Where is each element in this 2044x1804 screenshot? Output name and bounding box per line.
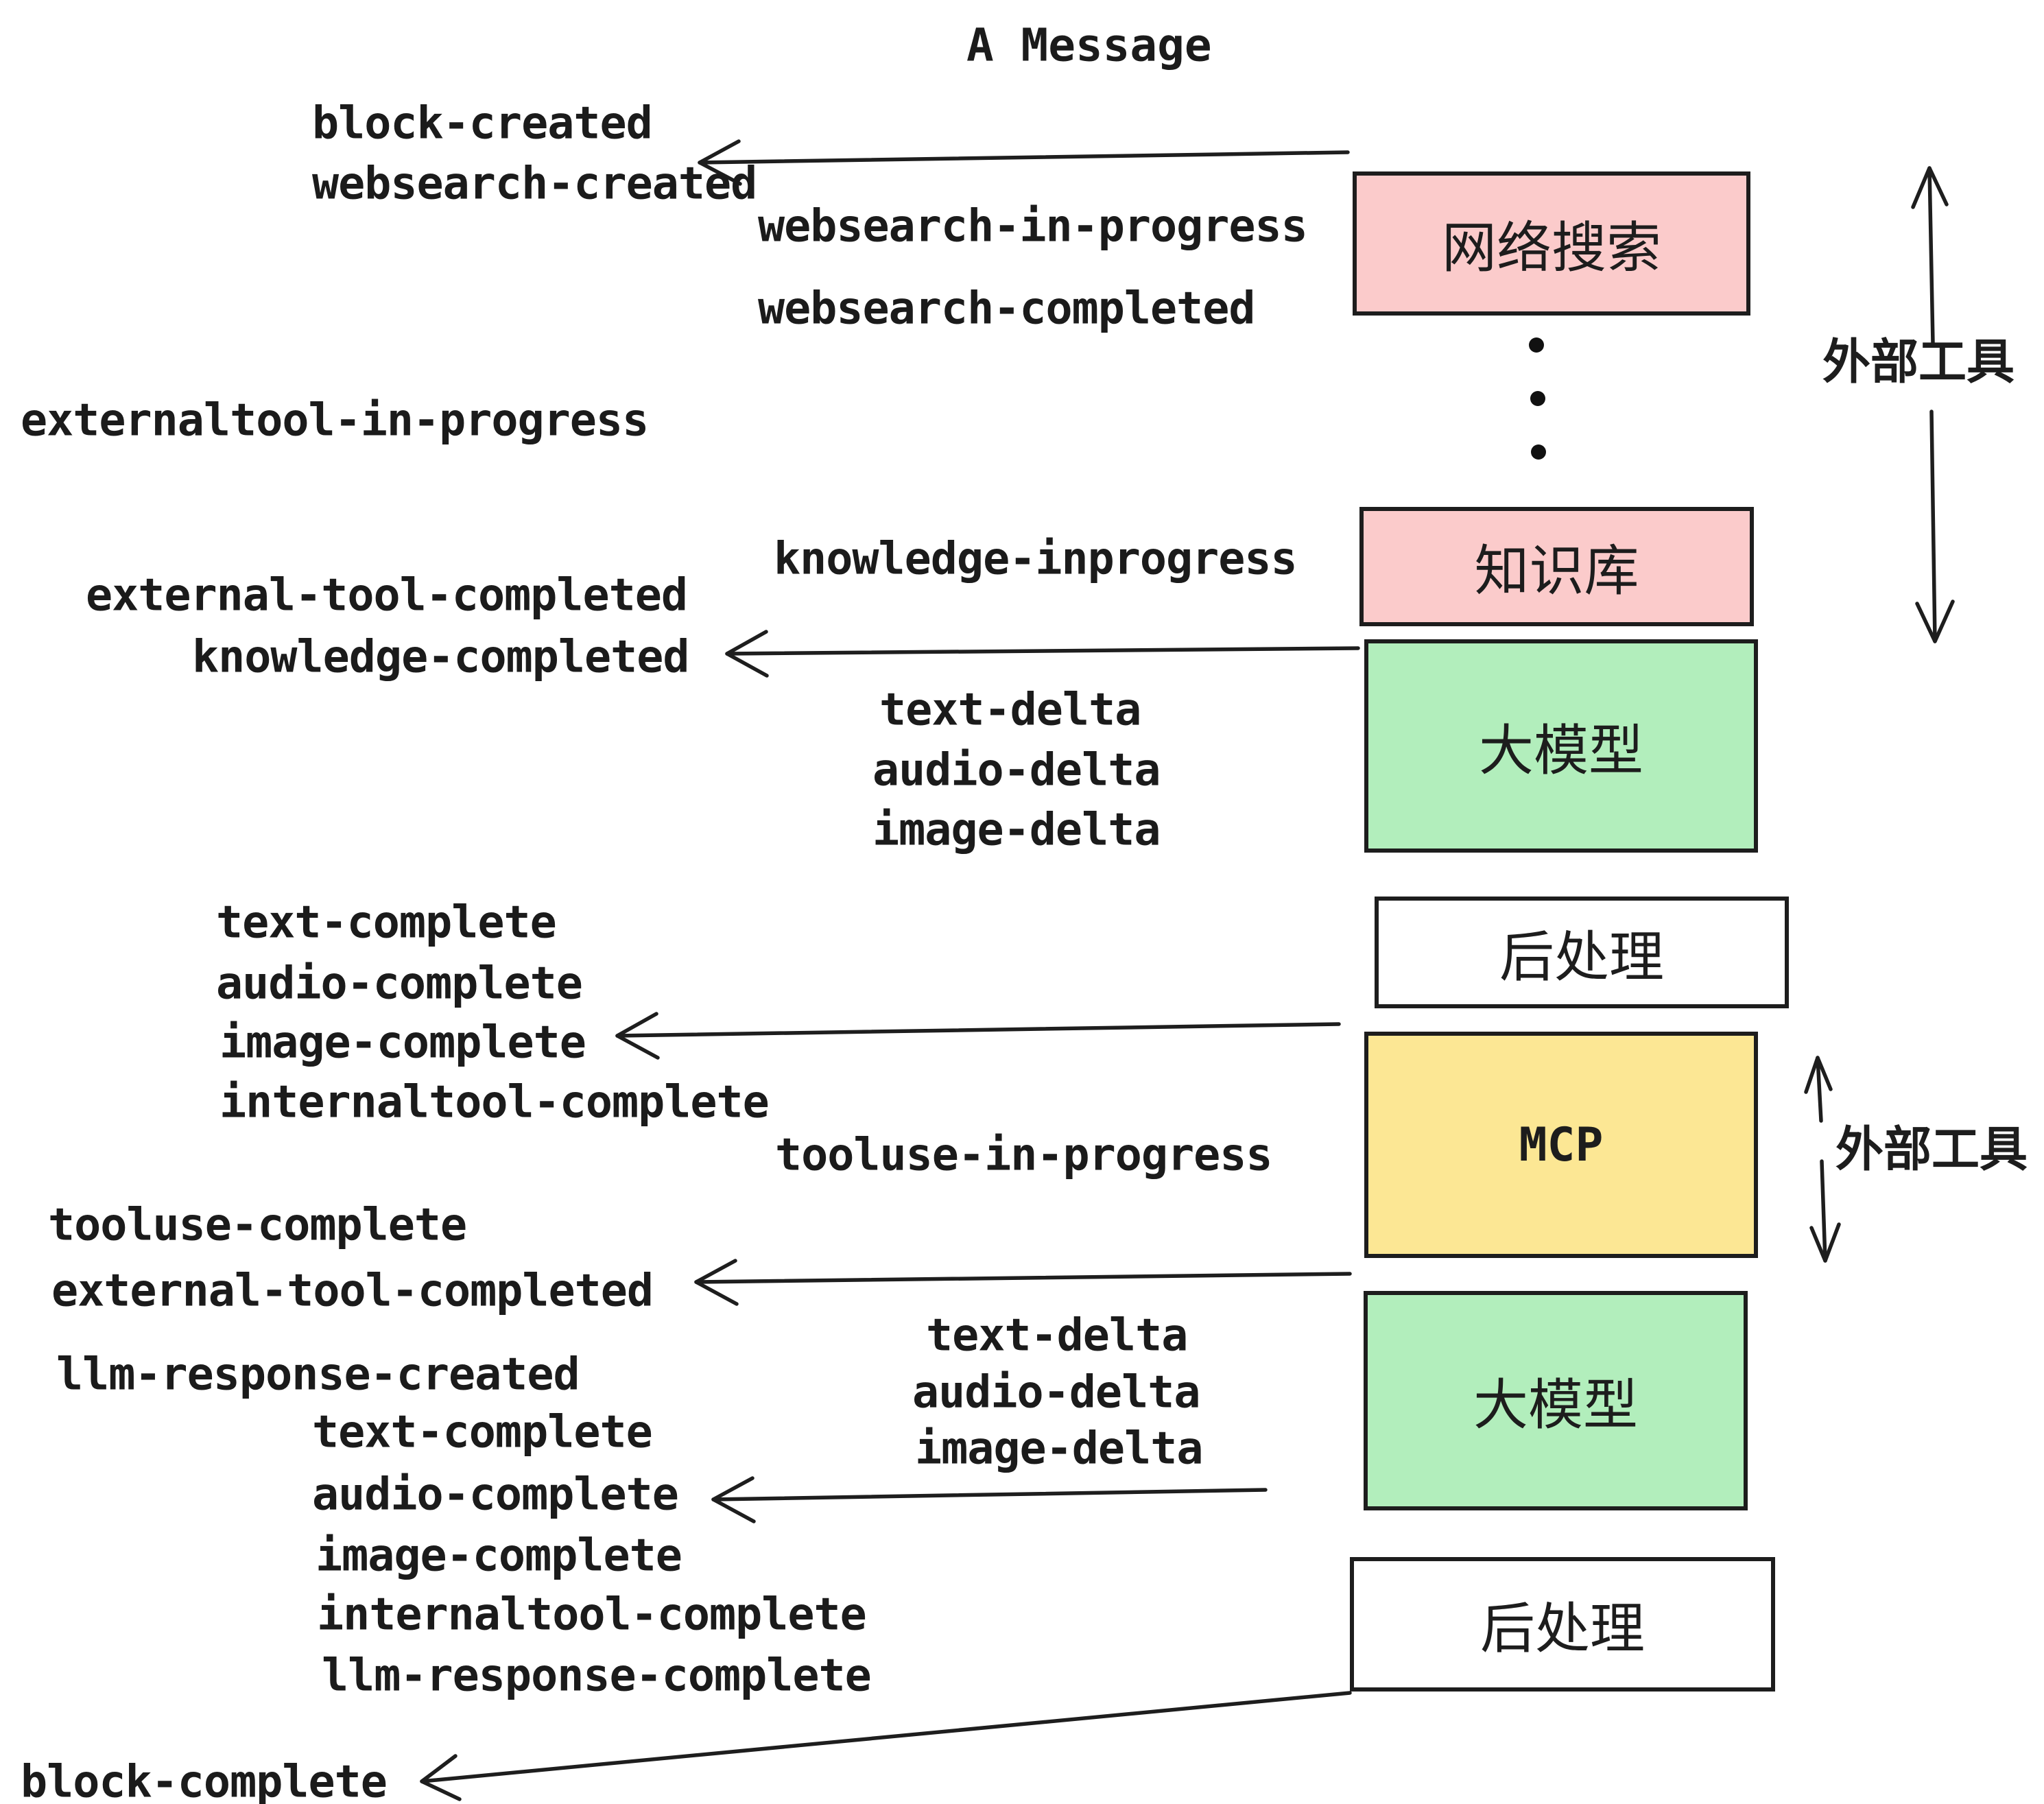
event-label-tooluse-in-progress: tooluse-in-progress [775,1129,1273,1181]
box-post-process-2-label: 后处理 [1480,1597,1645,1661]
mcp-external-tools-up-arrow [1804,1056,1833,1123]
mcp-external-tools-down-arrow [1809,1159,1841,1263]
event-label-internaltool-complete-1: internaltool-complete [219,1076,770,1128]
event-label-websearch-in-progress: websearch-in-progress [758,200,1308,252]
box-llm-2-label: 大模型 [1473,1373,1638,1437]
event-label-text-delta-1: text-delta [879,684,1141,736]
event-label-externaltool-in-progress: externaltool-in-progress [21,394,649,447]
event-label-knowledge-completed: knowledge-completed [192,631,690,683]
event-label-external-tool-completed-2: external-tool-completed [51,1265,654,1317]
event-label-audio-delta-1: audio-delta [872,744,1161,796]
box-mcp-label: MCP [1519,1117,1604,1172]
event-label-llm-response-created: llm-response-created [56,1349,580,1401]
event-label-block-created: block-created [312,97,653,150]
external-tools-up-arrow [1911,166,1949,345]
arrow-websearch-created [698,139,1350,186]
diagram-title: A Message [966,19,1212,72]
event-label-external-tool-completed: external-tool-completed [86,569,688,621]
event-label-websearch-completed: websearch-completed [758,283,1256,335]
arrow-llm-complete [711,1476,1268,1523]
event-label-audio-delta-2: audio-delta [912,1366,1200,1419]
event-label-audio-complete-1: audio-complete [216,958,583,1010]
vertical-ellipsis-icon [1529,337,1546,460]
box-knowledge: 知识库 [1359,507,1754,626]
arrow-block-complete [420,1691,1352,1801]
event-label-image-delta-2: image-delta [915,1423,1203,1475]
arrow-knowledge-completed [725,630,1360,678]
event-label-tooluse-complete: tooluse-complete [48,1199,467,1251]
external-tools-label-top: 外部工具 [1822,333,2015,390]
box-post-process-1: 后处理 [1375,897,1789,1008]
event-label-text-complete-2: text-complete [312,1406,653,1458]
event-label-image-complete-1: image-complete [219,1017,586,1069]
arrow-tooluse-complete [694,1259,1352,1306]
box-llm-1: 大模型 [1364,639,1758,853]
event-label-text-complete-1: text-complete [216,897,557,949]
box-llm-1-label: 大模型 [1479,718,1643,783]
event-label-websearch-created: websearch-created [312,158,757,210]
box-mcp: MCP [1364,1032,1758,1258]
box-websearch-label: 网络搜索 [1442,216,1661,280]
event-label-image-delta-1: image-delta [872,804,1161,856]
box-websearch: 网络搜索 [1353,171,1750,316]
box-llm-2: 大模型 [1364,1291,1748,1510]
event-label-llm-response-complete: llm-response-complete [322,1650,872,1702]
box-knowledge-label: 知识库 [1474,539,1639,603]
event-label-internaltool-complete-2: internaltool-complete [317,1589,867,1641]
event-label-knowledge-inprogress: knowledge-inprogress [774,533,1298,585]
box-post-process-1-label: 后处理 [1499,925,1664,989]
arrow-internal-complete [615,1012,1341,1060]
external-tools-down-arrow [1915,410,1955,643]
event-label-image-complete-2: image-complete [316,1530,682,1582]
event-label-audio-complete-2: audio-complete [312,1469,679,1521]
event-label-text-delta-2: text-delta [926,1309,1188,1362]
box-post-process-2: 后处理 [1350,1557,1775,1692]
external-tools-label-middle: 外部工具 [1835,1121,2028,1178]
event-label-block-complete: block-complete [21,1756,388,1804]
